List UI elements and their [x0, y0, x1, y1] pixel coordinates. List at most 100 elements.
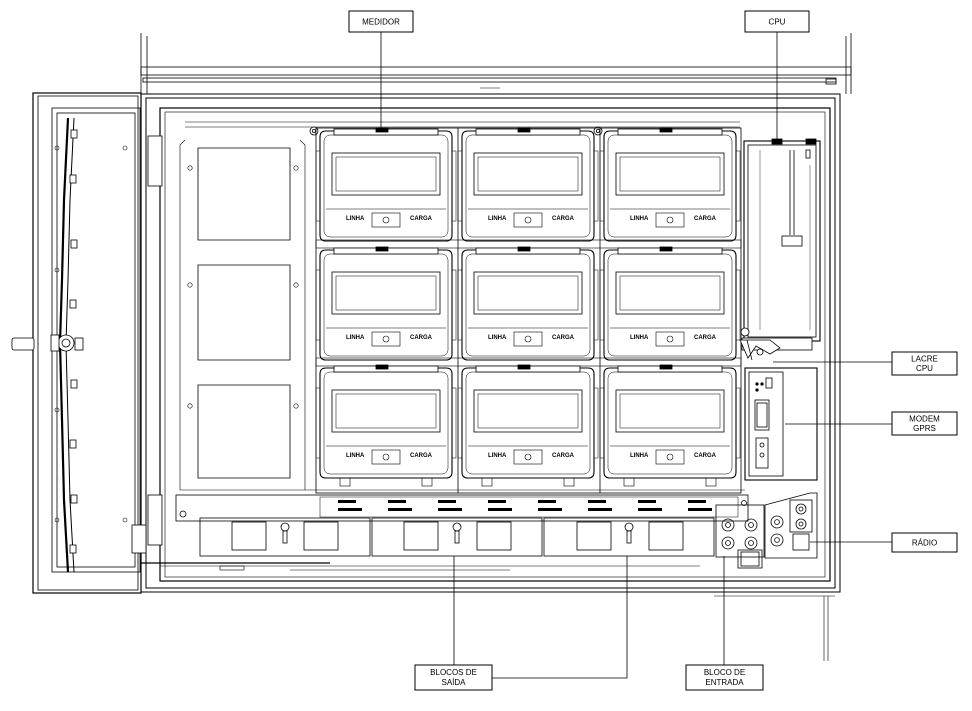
radio-unit[interactable] [764, 492, 818, 559]
door-clip [70, 494, 78, 504]
panel-hole [293, 403, 299, 409]
door-handle[interactable] [11, 334, 84, 352]
door-rivet [54, 407, 60, 413]
meter-linha-label: LINHA [346, 453, 365, 459]
label-saida: SAÍDA [441, 678, 466, 687]
door-clips [54, 129, 128, 554]
door-rivet [54, 267, 60, 273]
meter-unit[interactable]: LINHA CARGA [315, 246, 457, 361]
meter-carga-label: CARGA [694, 216, 717, 222]
label-blocos-de: BLOCOS DE [430, 668, 477, 677]
callout-lacre-cpu: LACRE CPU [891, 351, 958, 376]
meter-unit[interactable]: LINHA CARGA [599, 127, 741, 242]
panel-holes [187, 165, 299, 409]
callout-bloco-entrada: BLOCO DE ENTRADA [685, 664, 764, 691]
meter-frame [315, 127, 742, 494]
panel-hole [187, 403, 193, 409]
callout-leaders [380, 32, 892, 679]
label-medidor: MEDIDOR [362, 18, 400, 27]
meter-linha-label: LINHA [346, 335, 365, 341]
door-clip [69, 544, 77, 554]
meter-carga-label: CARGA [410, 453, 433, 459]
meter-linha-label: LINHA [346, 216, 365, 222]
panel-hole [293, 282, 299, 288]
terminal-mark [638, 508, 662, 511]
meter-unit[interactable]: LINHA CARGA [599, 364, 741, 487]
callout-blocos-saida: BLOCOS DE SAÍDA [414, 664, 493, 691]
meter-carga-label: CARGA [552, 335, 575, 341]
door-rivet [122, 145, 128, 151]
label-lacre: LACRE [911, 355, 938, 364]
door-rivet [54, 145, 60, 151]
door-clip [70, 379, 78, 389]
label-modem: MODEM [909, 415, 940, 424]
door-clip [69, 439, 77, 449]
door-clip [69, 299, 77, 309]
terminal-strip-labels [338, 500, 712, 511]
mounting-panels [179, 139, 306, 490]
terminal-mark [338, 500, 356, 503]
terminal-mark [488, 508, 512, 511]
top-rail [140, 33, 852, 94]
meter-carga-label: CARGA [552, 216, 575, 222]
seal-device [739, 327, 813, 361]
meter-linha-label: LINHA [488, 216, 507, 222]
terminal-mark [438, 500, 456, 503]
panel-hole [293, 165, 299, 171]
terminal-mark [538, 508, 562, 511]
meter-linha-label: LINHA [630, 453, 649, 459]
label-radio: RÁDIO [912, 539, 937, 548]
meter-array: LINHA CARGA LINHA CARGA LINHA CARGA LINHA CARGA… [315, 127, 741, 487]
label-lacre-cpu: CPU [916, 364, 933, 373]
meter-unit[interactable]: LINHA CARGA [315, 364, 457, 487]
door-clip [70, 239, 78, 249]
callout-medidor: MEDIDOR [348, 10, 414, 33]
callout-cpu: CPU [744, 10, 810, 33]
meter-unit[interactable]: LINHA CARGA [315, 127, 457, 242]
terminal-mark [538, 500, 556, 503]
input-block[interactable] [715, 504, 765, 569]
terminal-mark [388, 508, 412, 511]
terminal-mark [388, 500, 406, 503]
door-rivet [122, 517, 128, 523]
output-blocks [199, 517, 715, 557]
label-entrada: ENTRADA [705, 678, 744, 687]
door-clip [69, 174, 77, 184]
meter-linha-label: LINHA [630, 216, 649, 222]
terminal-mark [688, 500, 706, 503]
meter-unit[interactable]: LINHA CARGA [457, 246, 599, 361]
cpu-unit[interactable] [743, 138, 821, 342]
door-hinges [131, 135, 163, 554]
terminal-mark [338, 508, 362, 511]
enclosure-body [140, 93, 841, 593]
meter-carga-label: CARGA [694, 335, 717, 341]
terminal-mark [638, 500, 656, 503]
callout-modem-gprs: MODEM GPRS [891, 411, 958, 436]
output-block-fuses [280, 522, 634, 544]
label-gprs: GPRS [913, 424, 936, 433]
terminal-mark [438, 508, 462, 511]
meter-unit[interactable]: LINHA CARGA [457, 127, 599, 242]
panel-hole [187, 165, 193, 171]
label-cpu: CPU [769, 18, 786, 27]
terminal-mark [588, 500, 606, 503]
meter-linha-label: LINHA [488, 335, 507, 341]
meter-carga-label: CARGA [410, 216, 433, 222]
meter-carga-label: CARGA [694, 453, 717, 459]
terminal-mark [488, 500, 506, 503]
bottom-rails [140, 562, 835, 661]
terminal-mark [588, 508, 612, 511]
terminal-strip [175, 489, 749, 522]
meter-carga-label: CARGA [552, 453, 575, 459]
door-rivet [54, 517, 60, 523]
meter-carga-label: CARGA [410, 335, 433, 341]
callout-radio: RÁDIO [891, 532, 958, 553]
modem-unit[interactable] [744, 367, 818, 481]
label-bloco-de: BLOCO DE [704, 668, 745, 677]
panel-hole [187, 282, 193, 288]
terminal-mark [688, 508, 712, 511]
